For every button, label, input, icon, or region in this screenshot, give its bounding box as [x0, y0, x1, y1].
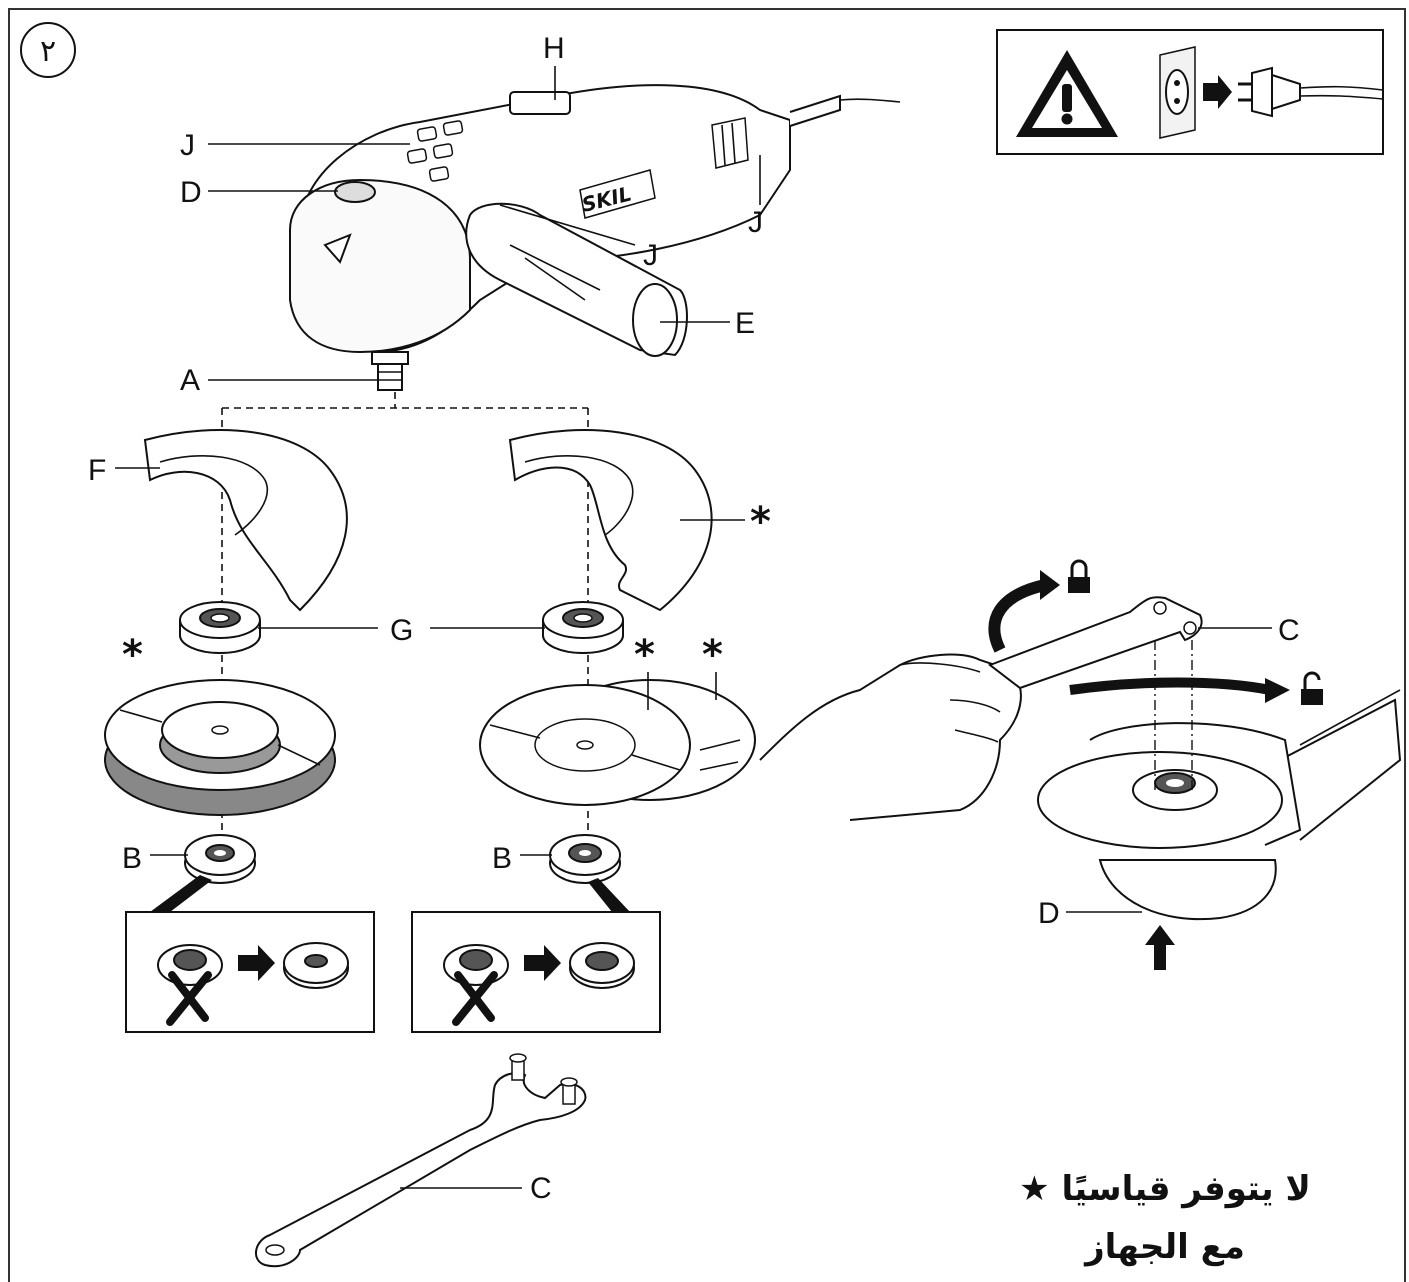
label-g: G: [390, 614, 413, 647]
grinder-callouts: H J D J J E A: [180, 32, 763, 397]
cutting-disc-right: * *: [479, 632, 756, 806]
spanner-wrench: C: [255, 1053, 587, 1268]
label-d-top: D: [180, 176, 202, 209]
label-j-mid: J: [643, 239, 658, 272]
not-standard-footnote: لا يتوفر قياسيًا ★ مع الجهاز: [1000, 1160, 1330, 1276]
arrow-right-icon: [238, 945, 275, 981]
label-b-left: B: [122, 842, 142, 875]
arrow-right-icon: [524, 945, 561, 981]
guard-left: F: [88, 429, 348, 612]
flange-b-left: B: [122, 834, 256, 912]
warning-triangle-icon: [1016, 50, 1118, 137]
star-disc-cut: *: [634, 632, 655, 678]
star-disc-left: *: [122, 632, 143, 678]
unlock-icon: [1301, 671, 1323, 705]
label-b-right: B: [492, 842, 512, 875]
wrench-usage-scene: C D: [759, 559, 1402, 970]
label-e: E: [735, 307, 755, 340]
label-a: A: [180, 364, 200, 397]
label-j-right: J: [748, 206, 763, 239]
footnote-line-2: مع الجهاز: [1085, 1227, 1245, 1267]
flange-orientation-left: [125, 911, 375, 1033]
label-d-bottom: D: [1038, 897, 1060, 930]
label-c-bottom: C: [530, 1172, 552, 1205]
flange-b-right: B: [492, 834, 630, 912]
footnote-line-1: لا يتوفر قياسيًا: [1061, 1169, 1311, 1209]
flange-g-left: [179, 601, 261, 654]
angle-grinder: SKIL: [289, 84, 901, 391]
star-guard-right: *: [750, 499, 771, 545]
flange-orientation-right: [411, 911, 661, 1033]
label-j-left: J: [180, 129, 195, 162]
label-c-right: C: [1278, 614, 1300, 647]
flange-g-right: [542, 601, 624, 654]
grinding-disc-left: *: [104, 632, 336, 816]
unplug-warning-box: [996, 29, 1384, 155]
guard-right: *: [508, 429, 771, 612]
lock-icon: [1068, 559, 1090, 593]
label-f: F: [88, 454, 106, 487]
unplug-icon: [1159, 46, 1384, 139]
svg-text:٢: ٢: [40, 34, 56, 69]
footnote-star: ★: [1019, 1169, 1050, 1209]
flange-callout: G: [258, 614, 545, 647]
figure-number: ٢: [20, 22, 76, 78]
label-h: H: [543, 32, 565, 65]
star-disc-diamond: *: [702, 632, 723, 678]
